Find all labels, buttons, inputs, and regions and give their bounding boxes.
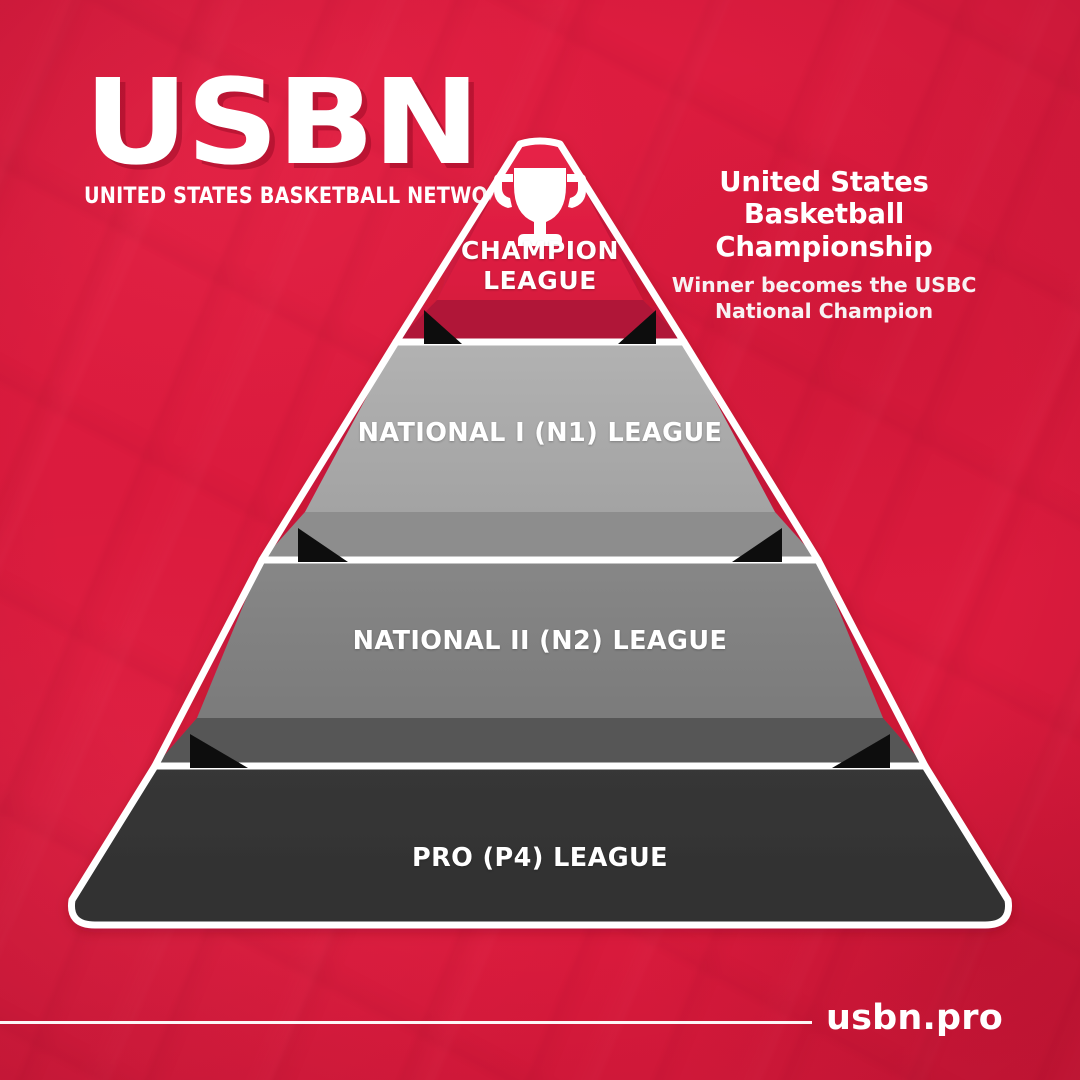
footer-divider: [0, 1021, 812, 1024]
footer-website-url[interactable]: usbn.pro: [826, 998, 1003, 1038]
tier-n2-face: [197, 560, 883, 718]
tier-label-national-1: NATIONAL I (N1) LEAGUE: [357, 418, 723, 448]
tier-p4-face: [67, 762, 1013, 929]
page-subtitle: Winner becomes the USBC National Champio…: [671, 273, 977, 323]
page-title: United States Basketball Championship: [715, 166, 933, 263]
logo-wordmark: USBN: [84, 53, 480, 191]
tier-n1-face: [305, 342, 775, 512]
pyramid-tier-national-2[interactable]: [151, 556, 929, 770]
pyramid-tier-national-1[interactable]: [258, 338, 822, 564]
tier-champion-outline: [392, 137, 688, 346]
logo-tagline: UNITED STATES BASKETBALL NETWORK: [84, 182, 519, 209]
tier-n2-base-band: [155, 718, 925, 766]
pyramid-tier-pro-p4[interactable]: [67, 762, 1013, 929]
tier-label-champion-line1: CHAMPION: [460, 236, 620, 265]
tier-label-national-2: NATIONAL II (N2) LEAGUE: [352, 626, 728, 656]
tier-n1-base-band: [262, 512, 818, 560]
tier-label-pro-p4: PRO (P4) LEAGUE: [412, 843, 668, 873]
tier-label-champion: CHAMPION LEAGUE: [430, 236, 650, 296]
brand-logo[interactable]: USBN UNITED STATES BASKETBALL NETWORK: [84, 63, 519, 209]
headline-block: United States Basketball Championship Wi…: [648, 166, 1000, 324]
tier-label-champion-line2: LEAGUE: [483, 266, 597, 295]
tier-champion-base-band: [396, 300, 684, 342]
